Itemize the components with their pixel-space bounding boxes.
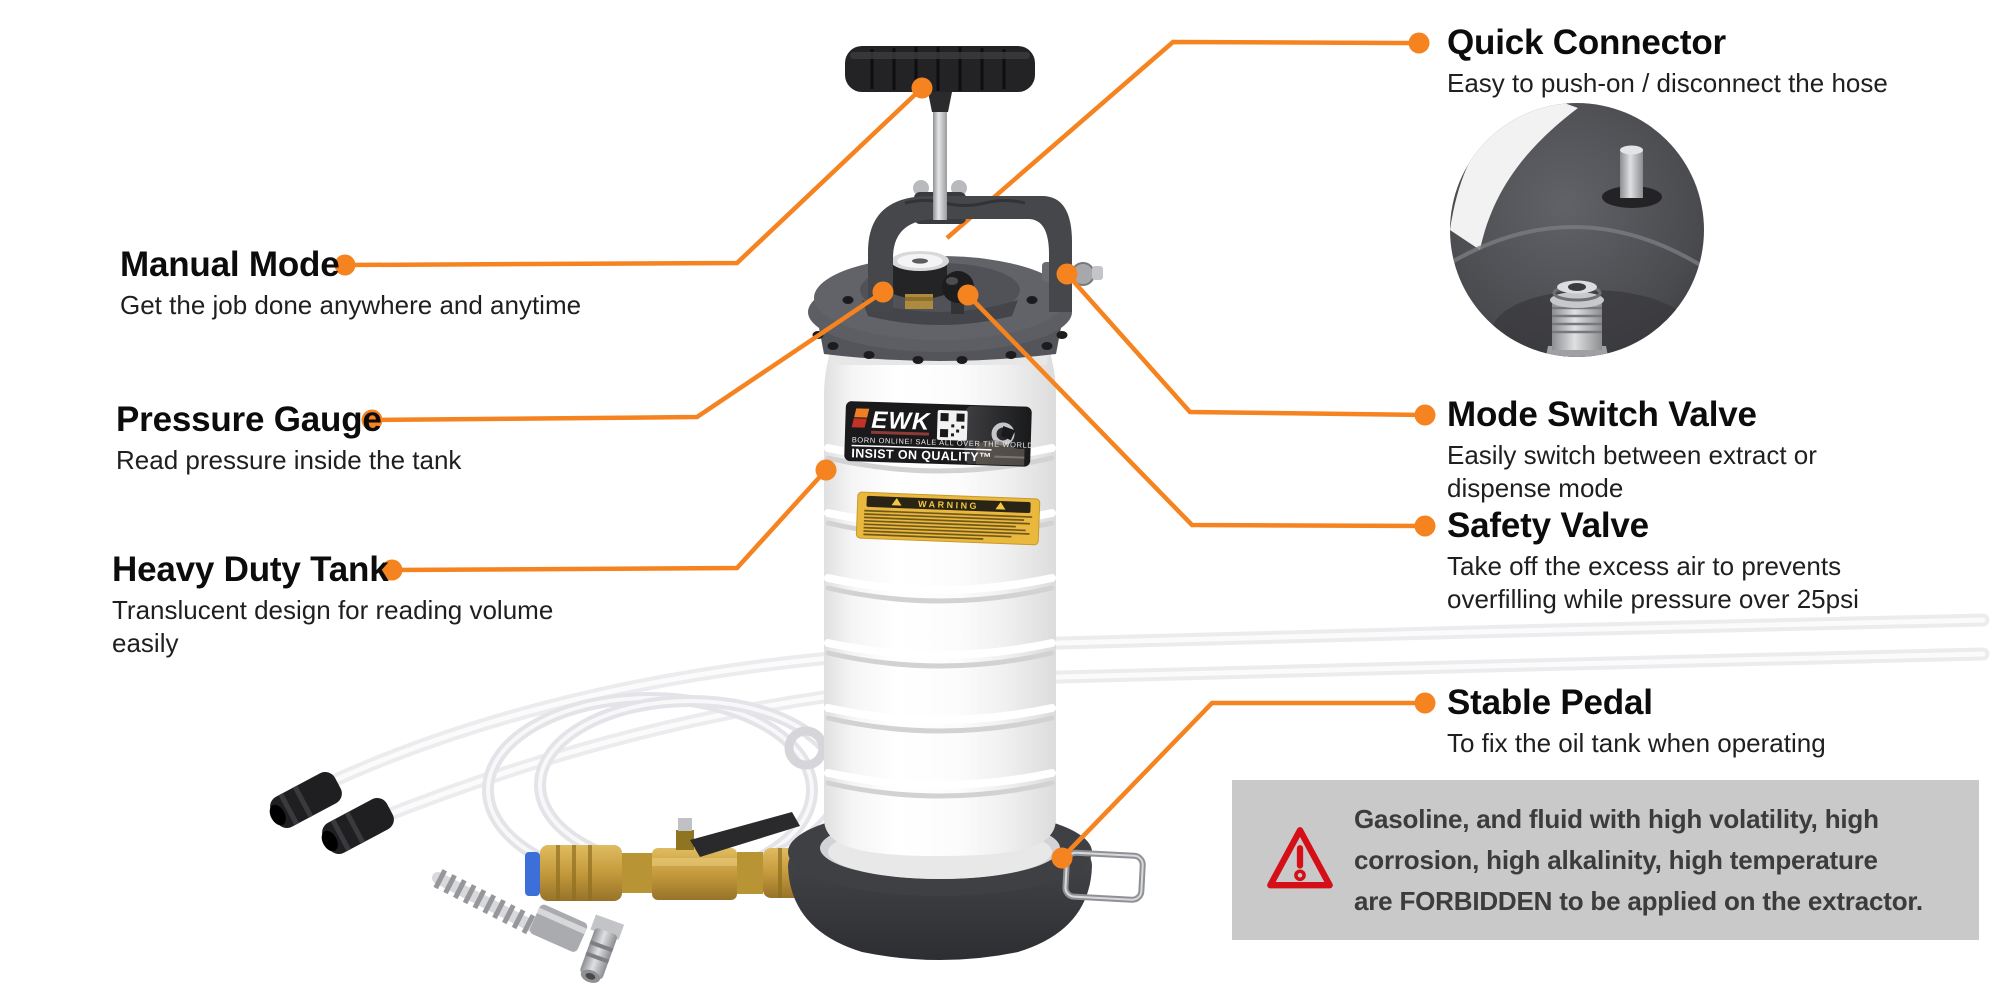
callout-desc-line: Easy to push-on / disconnect the hose [1447, 68, 1888, 98]
callout-title: Heavy Duty Tank [112, 550, 389, 589]
warning-line: corrosion, high alkalinity, high tempera… [1354, 844, 1878, 875]
lid-bolts [812, 296, 1068, 364]
tank-warning-title: WARNING [918, 499, 979, 511]
leader-line-heavy-duty-tank [391, 468, 828, 573]
leader-line-pressure-gauge [371, 290, 885, 423]
callout-desc-line: Take off the excess air to prevents [1447, 551, 1842, 581]
callout-title: Quick Connector [1447, 23, 1726, 62]
brand-logo-text: EWK [871, 407, 931, 436]
brand-label: EWK BORN ONLINE! SALE ALL OVER THE WORLD… [844, 401, 1033, 467]
callout-desc-line: Read pressure inside the tank [116, 445, 462, 475]
leader-line-safety-valve [966, 293, 1426, 529]
warning-triangle-icon [1267, 827, 1333, 889]
callout-desc-line: Get the job done anywhere and anytime [120, 290, 582, 320]
callout-desc-line: To fix the oil tank when operating [1447, 728, 1826, 758]
leader-line-mode-switch-valve [1065, 272, 1426, 418]
pressure-gauge-part [891, 251, 949, 309]
callout-title: Manual Mode [120, 245, 340, 284]
leader-line-quick-connector [945, 32, 1430, 240]
quick-connector-part [1542, 280, 1612, 357]
quick-connector-inset [1450, 103, 1704, 357]
callout-heavy-duty-tank: Heavy Duty Tank Translucent design for r… [112, 548, 553, 660]
pump-t-handle [845, 46, 1035, 112]
spring-hose-section [432, 869, 540, 936]
callout-title: Stable Pedal [1447, 683, 1653, 722]
callout-desc-line: dispense mode [1447, 473, 1624, 503]
callout-title: Pressure Gauge [116, 400, 382, 439]
callout-stable-pedal: Stable Pedal To fix the oil tank when op… [1447, 681, 1826, 760]
leader-line-manual-mode [344, 86, 924, 268]
callout-desc-line: easily [112, 628, 179, 658]
leader-line-stable-pedal [1060, 700, 1425, 860]
pump-rod [933, 100, 947, 220]
callout-desc-line: Translucent design for reading volume [112, 595, 554, 625]
leader-dots [334, 77, 1436, 869]
carry-handle-grip-grooves [904, 199, 1026, 207]
callout-pressure-gauge: Pressure Gauge Read pressure inside the … [116, 398, 461, 477]
brass-valve-assembly [525, 812, 828, 901]
warning-box: Gasoline, and fluid with high volatility… [1232, 780, 1979, 940]
tube-rubber-tip [269, 771, 394, 855]
callout-safety-valve: Safety Valve Take off the excess air to … [1447, 504, 1859, 616]
pedal-wire [1062, 849, 1146, 903]
warning-box-text: Gasoline, and fluid with high volatility… [1354, 799, 1923, 922]
callout-mode-switch-valve: Mode Switch Valve Easily switch between … [1447, 393, 1817, 505]
warning-line: are FORBIDDEN to be applied on the extra… [1354, 885, 1923, 916]
callout-desc-line: overfilling while pressure over 25psi [1447, 584, 1859, 614]
tank-warning-label: WARNING [855, 491, 1041, 546]
air-connector-plug [529, 904, 625, 983]
warning-line: Gasoline, and fluid with high volatility… [1354, 803, 1879, 834]
callout-quick-connector: Quick Connector Easy to push-on / discon… [1447, 21, 1888, 100]
callout-title: Safety Valve [1447, 506, 1649, 545]
callout-desc-line: Easily switch between extract or [1447, 440, 1817, 470]
brand-label-line2: INSIST ON QUALITY™ [851, 446, 992, 464]
tank-body [824, 352, 1056, 856]
qr-code [939, 412, 965, 438]
callout-manual-mode: Manual Mode Get the job done anywhere an… [120, 243, 581, 322]
callout-title: Mode Switch Valve [1447, 395, 1757, 434]
tank-warning-fineprint [863, 509, 1033, 540]
